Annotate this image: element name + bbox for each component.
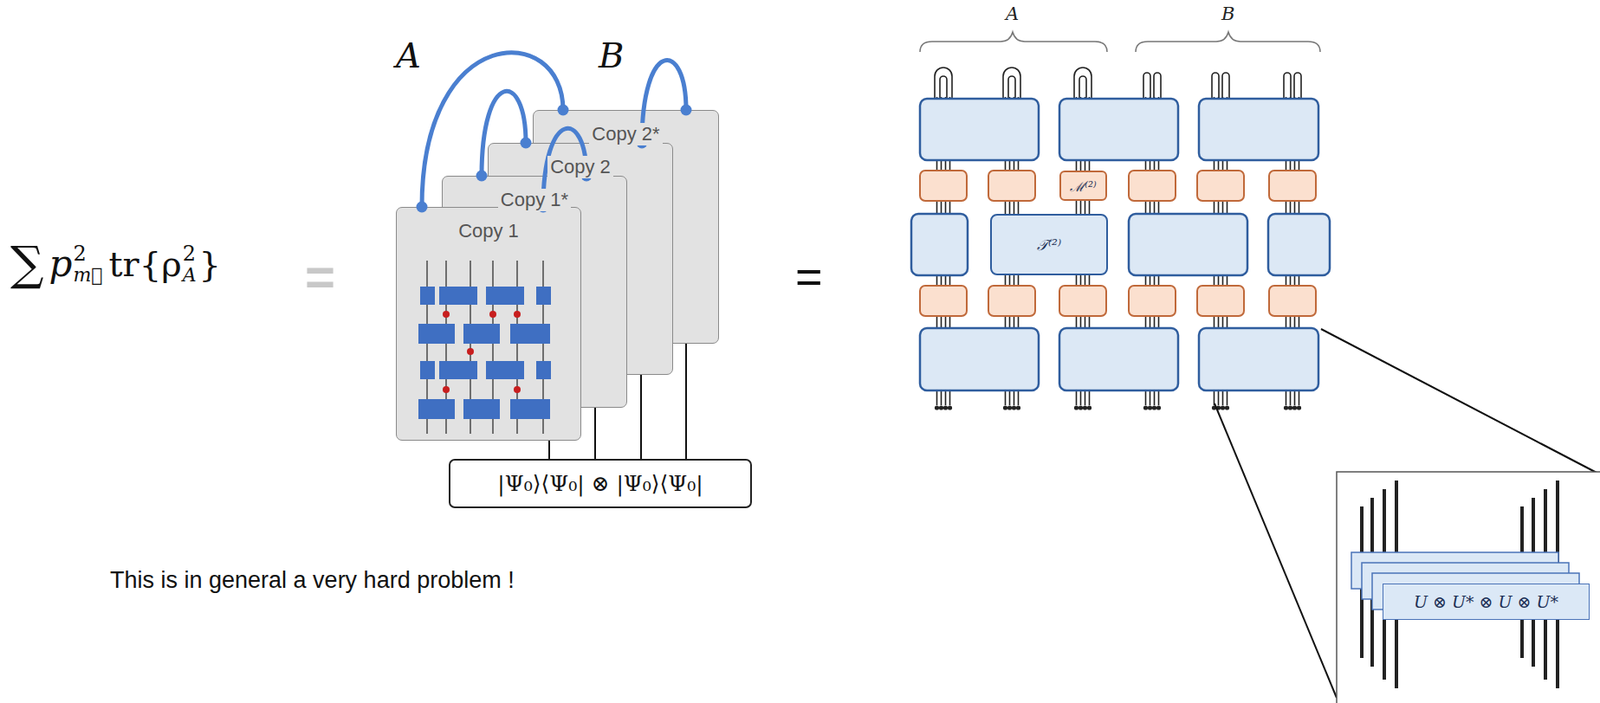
- superscript: 2: [182, 243, 196, 266]
- node-label: Copy 2: [547, 155, 614, 179]
- replica-gate: U ⊗ U* ⊗ U ⊗ U*: [1382, 583, 1590, 621]
- wire-connector: [685, 343, 687, 460]
- arc-endpoints: [416, 104, 693, 214]
- superscript: 2: [72, 243, 86, 266]
- wire-connector: [548, 440, 551, 460]
- grid-gates: [911, 98, 1330, 391]
- wire-connector: [594, 408, 596, 460]
- subsystem-label-wrap: B: [1221, 5, 1235, 24]
- contraction-arcs: [421, 52, 687, 208]
- subscript: A: [182, 265, 197, 286]
- zoom-line: [1214, 403, 1337, 699]
- subsystem-label: B: [598, 35, 624, 76]
- measurement-gate: ℳ⁽²⁾: [1059, 170, 1108, 201]
- node-label: 𝒯⁽²⁾: [1036, 236, 1062, 254]
- subsystem-label-wrap: B: [598, 38, 624, 73]
- state-box: |Ψ₀⟩⟨Ψ₀| ⊗ |Ψ₀⟩⟨Ψ₀|: [448, 459, 752, 509]
- subsystem-label: A: [1005, 3, 1019, 25]
- copy-panel: Copy 1: [395, 207, 582, 441]
- node-label: ℳ⁽²⁾: [1069, 177, 1096, 195]
- equals-sign-wrap: =: [795, 252, 823, 300]
- note-text-wrap: This is in general a very hard problem !: [110, 569, 515, 593]
- formula-symbol: p: [49, 246, 73, 283]
- transfer-gate: 𝒯⁽²⁾: [990, 213, 1108, 276]
- node-label: Copy 1: [455, 220, 522, 243]
- formula: ∑p2m⃗tr{ρ2A}: [10, 240, 221, 288]
- wire-connector: [640, 375, 642, 460]
- node-label: Copy 2*: [589, 123, 662, 146]
- equals-sign-wrap: =: [304, 251, 336, 304]
- subscript: m⃗: [72, 265, 103, 286]
- script-stack: 2A: [182, 243, 197, 286]
- formula-symbol: }: [199, 246, 221, 282]
- equals-sign: =: [795, 250, 823, 303]
- sum-sign: ∑: [10, 240, 45, 288]
- subsystem-label-wrap: A: [1005, 5, 1019, 24]
- inset-frame: [1336, 472, 1600, 703]
- subsystem-label: A: [395, 35, 422, 76]
- note-text: This is in general a very hard problem !: [110, 567, 515, 594]
- brace: [919, 32, 1108, 52]
- node-label: U ⊗ U* ⊗ U ⊗ U*: [1413, 592, 1559, 612]
- circuit-illustration: [418, 260, 551, 435]
- formula-symbol: tr{ρ: [109, 246, 182, 282]
- zoom-line: [1321, 329, 1600, 475]
- brace: [1135, 32, 1321, 52]
- subsystem-label-wrap: A: [395, 38, 422, 73]
- equals-sign: =: [304, 247, 336, 306]
- node-label: Copy 1*: [498, 188, 571, 212]
- node-label: |Ψ₀⟩⟨Ψ₀| ⊗ |Ψ₀⟩⟨Ψ₀|: [497, 471, 703, 497]
- script-stack: 2m⃗: [72, 243, 103, 286]
- subsystem-label: B: [1221, 3, 1235, 25]
